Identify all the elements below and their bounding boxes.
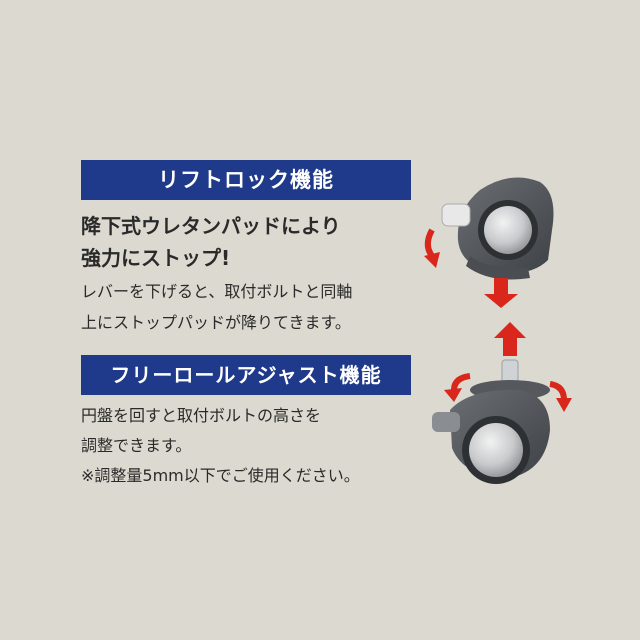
free-roll-body-line-1: 円盤を回すと取付ボルトの高さを [81, 406, 322, 425]
down-arrow-icon [484, 278, 518, 308]
lift-lock-headline-line-1: 降下式ウレタンパッドにより [81, 214, 341, 238]
caster-illustration [424, 177, 572, 484]
lift-lock-body-line-1: レバーを下げると、取付ボルトと同軸 [81, 282, 353, 301]
free-roll-body-line-3: ※調整量5mm以下でご使用ください。 [81, 466, 360, 485]
adjust-left-arrow-icon [451, 373, 471, 391]
arrow-head-icon [424, 252, 440, 268]
free-roll-adjust-heading: フリーロールアジャスト機能 [81, 355, 411, 395]
lift-lock-headline-line-2: 強力にストップ! [81, 246, 231, 270]
free-roll-body-line-2: 調整できます。 [81, 436, 192, 455]
lift-lock-body-line-2: 上にストップパッドが降りてきます。 [81, 313, 351, 332]
lift-lock-caster [441, 177, 554, 280]
arrow-head-icon [556, 398, 572, 412]
up-arrow-icon [494, 322, 526, 356]
lift-lock-heading: リフトロック機能 [81, 160, 411, 200]
adjust-right-arrow-icon [549, 381, 567, 401]
arrow-head-icon [444, 388, 462, 402]
free-roll-caster [432, 359, 550, 484]
